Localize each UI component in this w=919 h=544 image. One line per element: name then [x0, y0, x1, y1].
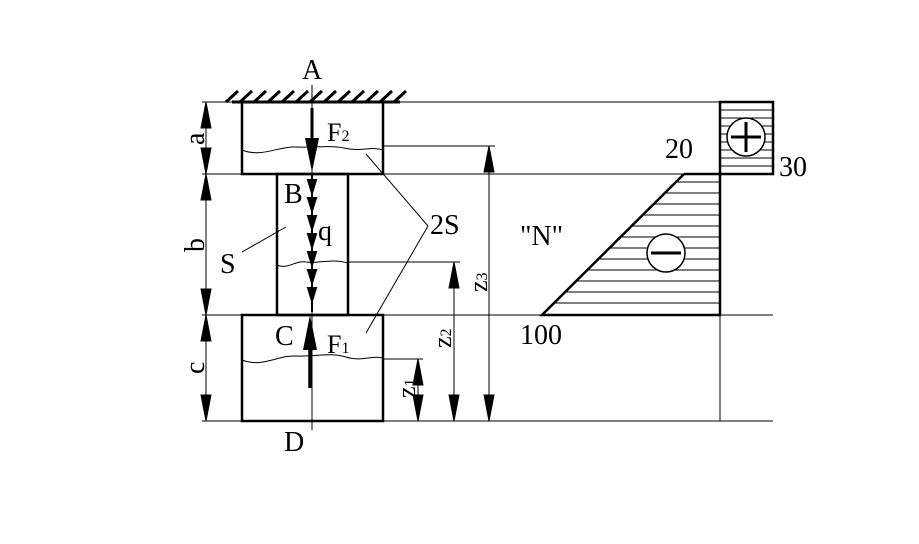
label-force-f1: F1: [327, 330, 349, 359]
label-dim-z3: z3: [464, 272, 493, 292]
label-area-2s: 2S: [430, 210, 460, 241]
label-n-diagram: "N": [520, 221, 563, 252]
label-force-f2: F2: [327, 118, 349, 147]
value-top-right: 30: [779, 152, 807, 183]
label-point-a: A: [302, 55, 323, 86]
label-dim-c: c: [180, 362, 211, 374]
minus-sign-icon: [646, 233, 686, 273]
label-dim-z1: z1: [392, 378, 421, 398]
force-f1-arrow: [303, 315, 317, 388]
dimension-z1: [412, 358, 424, 422]
dimension-z2: [448, 261, 460, 422]
label-area-s: S: [220, 249, 236, 280]
n-diagram-negative-region: [538, 172, 722, 317]
leader-lines: [241, 153, 429, 334]
distributed-load-q: [306, 174, 318, 312]
label-dim-z2: z2: [428, 328, 457, 348]
label-load-q: q: [318, 216, 332, 247]
dimension-z3: [483, 145, 495, 422]
dimension-chain-left: [200, 101, 212, 422]
value-top: 20: [665, 134, 693, 165]
value-bottom: 100: [520, 320, 562, 351]
label-point-d: D: [284, 427, 304, 458]
label-point-c: C: [275, 321, 294, 352]
label-point-b: B: [284, 179, 303, 210]
label-dim-b: b: [180, 238, 211, 252]
fixed-support: [224, 89, 408, 104]
label-dim-a: a: [180, 132, 211, 145]
force-f2-arrow: [305, 108, 319, 172]
plus-sign-icon: [726, 117, 766, 157]
